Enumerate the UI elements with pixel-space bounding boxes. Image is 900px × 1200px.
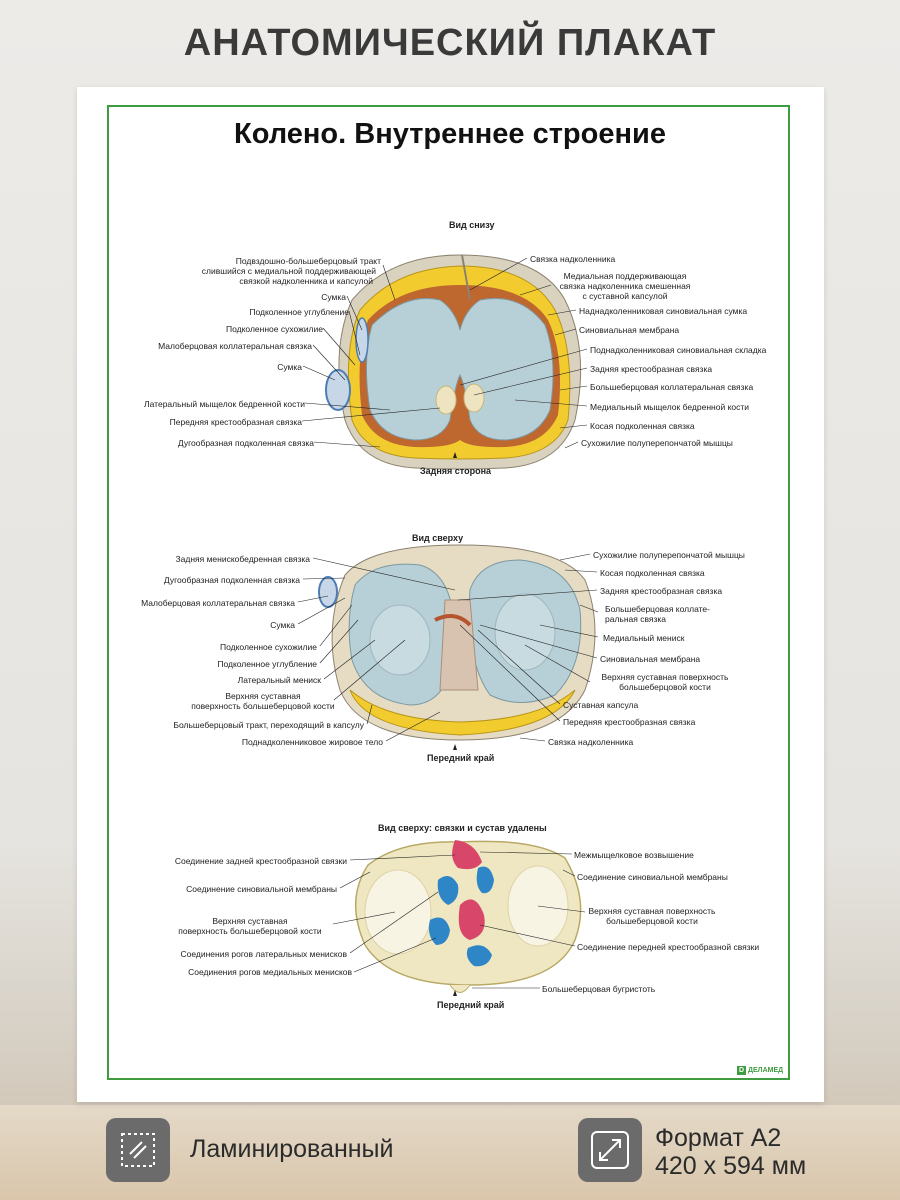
label-v2-right-10: Передняя крестообразная связка xyxy=(563,717,696,727)
label-v2-left-0: Задняя менискобедренная связка xyxy=(175,554,311,564)
label-v3-right-1: Соединение синовиальной мембраны xyxy=(577,872,728,882)
label-v3-left-2: Верхняя суставная xyxy=(212,916,288,926)
view1-bottom-label: Задняя сторона xyxy=(420,466,492,476)
view2-bottom-label: Передний край xyxy=(427,753,495,763)
poster-frame xyxy=(107,105,790,1080)
label-v2-left-3: Сумка xyxy=(270,620,295,630)
label-v1-left-7: Сумка xyxy=(277,362,302,372)
label-v2-left-1: Дугообразная подколенная связка xyxy=(163,575,300,585)
label-v1-left-6: Малоберцовая коллатеральная связка xyxy=(158,341,312,351)
label-v1-left-1: слившийся с медиальной поддерживающей xyxy=(201,266,376,276)
label-v2-left-4: Подколенное сухожилие xyxy=(219,642,317,652)
view3-title: Вид сверху: связки и сустав удалены xyxy=(378,823,547,833)
label-v2-left-7: Верхняя суставная xyxy=(225,691,301,701)
label-v2-right-8: большеберцовой кости xyxy=(619,682,711,692)
label-v3-right-4: Соединение передней крестообразной связк… xyxy=(577,942,760,952)
resize-icon xyxy=(578,1118,642,1182)
label-v2-right-6: Синовиальная мембрана xyxy=(600,654,701,664)
label-v2-right-2: Задняя крестообразная связка xyxy=(600,586,723,596)
view3-bottom-label: Передний край xyxy=(437,1000,505,1010)
label-v1-left-4: Подколенное углубление xyxy=(249,307,349,317)
label-v1-right-9: Медиальный мыщелок бедренной кости xyxy=(590,402,749,412)
feature-format-line2: 420 х 594 мм xyxy=(655,1152,807,1180)
label-v1-right-8: Большеберцовая коллатеральная связка xyxy=(590,382,754,392)
label-v3-left-4: Соединения рогов латеральных менисков xyxy=(180,949,347,959)
label-v1-right-5: Синовиальная мембрана xyxy=(579,325,680,335)
label-v2-right-0: Сухожилие полуперепончатой мышцы xyxy=(593,550,745,560)
feature-format-line1: Формат А2 xyxy=(655,1124,782,1152)
label-v2-right-11: Связка надколенника xyxy=(548,737,634,747)
view2-title: Вид сверху xyxy=(412,533,464,543)
view1-title: Вид снизу xyxy=(449,220,495,230)
label-v1-right-7: Задняя крестообразная связка xyxy=(590,364,713,374)
label-v2-right-5: Медиальный мениск xyxy=(603,633,685,643)
logo-text: ДЕЛАМЕД xyxy=(748,1067,784,1074)
label-v1-left-8: Латеральный мыщелок бедренной кости xyxy=(144,399,305,409)
label-v3-right-3: большеберцовой кости xyxy=(606,916,698,926)
label-v1-left-10: Дугообразная подколенная связка xyxy=(177,438,314,448)
label-v2-right-7: Верхняя суставная поверхность xyxy=(601,672,729,682)
label-v2-left-5: Подколенное углубление xyxy=(217,659,317,669)
label-v2-left-8: поверхность большеберцовой кости xyxy=(191,701,335,711)
label-v2-left-6: Латеральный мениск xyxy=(237,675,321,685)
feature-laminated-text: Ламинированный xyxy=(190,1135,394,1163)
label-v3-left-3: поверхность большеберцовой кости xyxy=(178,926,322,936)
label-v1-right-6: Поднадколенниковая синовиальная складка xyxy=(590,345,767,355)
label-v1-left-0: Подвздошно-большеберцовый тракт xyxy=(235,256,381,266)
label-v1-right-10: Косая подколенная связка xyxy=(590,421,695,431)
laminate-icon xyxy=(106,1118,170,1182)
label-v1-right-0: Связка надколенника xyxy=(530,254,616,264)
label-v2-left-2: Малоберцовая коллатеральная связка xyxy=(141,598,295,608)
page-title: АНАТОМИЧЕСКИЙ ПЛАКАТ xyxy=(183,22,717,64)
label-v3-left-0: Соединение задней крестообразной связки xyxy=(174,856,347,866)
label-v1-left-2: связкой надколенника и капсулой xyxy=(239,276,373,286)
label-v3-right-0: Межмыщелковое возвышение xyxy=(574,850,694,860)
label-v1-left-3: Сумка xyxy=(321,292,346,302)
label-v2-right-3: Большеберцовая коллате- xyxy=(605,604,710,614)
label-v1-right-1: Медиальная поддерживающая xyxy=(563,271,687,281)
label-v1-right-11: Сухожилие полуперепончатой мышцы xyxy=(581,438,733,448)
label-v3-right-2: Верхняя суставная поверхность xyxy=(588,906,716,916)
label-v2-right-4: ральная связка xyxy=(605,614,667,624)
logo-mark-icon: D xyxy=(737,1066,746,1075)
label-v1-right-4: Наднадколенниковая синовиальная сумка xyxy=(579,306,748,316)
label-v1-right-2: связка надколенника смешенная xyxy=(559,281,691,291)
label-v3-left-5: Соединения рогов медиальных менисков xyxy=(188,967,352,977)
label-v1-left-5: Подколенное сухожилие xyxy=(225,324,323,334)
label-v1-left-9: Передняя крестообразная связка xyxy=(169,417,302,427)
label-v3-left-1: Соединение синовиальной мембраны xyxy=(186,884,337,894)
label-v1-right-3: с суставной капсулой xyxy=(582,291,668,301)
label-v2-right-9: Суставная капсула xyxy=(563,700,639,710)
label-v2-left-9: Большеберцовый тракт, переходящий в капс… xyxy=(173,720,364,730)
label-v3-right-5: Большеберцовая бугристоть xyxy=(542,984,656,994)
label-v2-left-10: Поднадколенниковое жировое тело xyxy=(241,737,383,747)
label-v2-right-1: Косая подколенная связка xyxy=(600,568,705,578)
poster-title: Колено. Внутреннее строение xyxy=(234,118,666,150)
